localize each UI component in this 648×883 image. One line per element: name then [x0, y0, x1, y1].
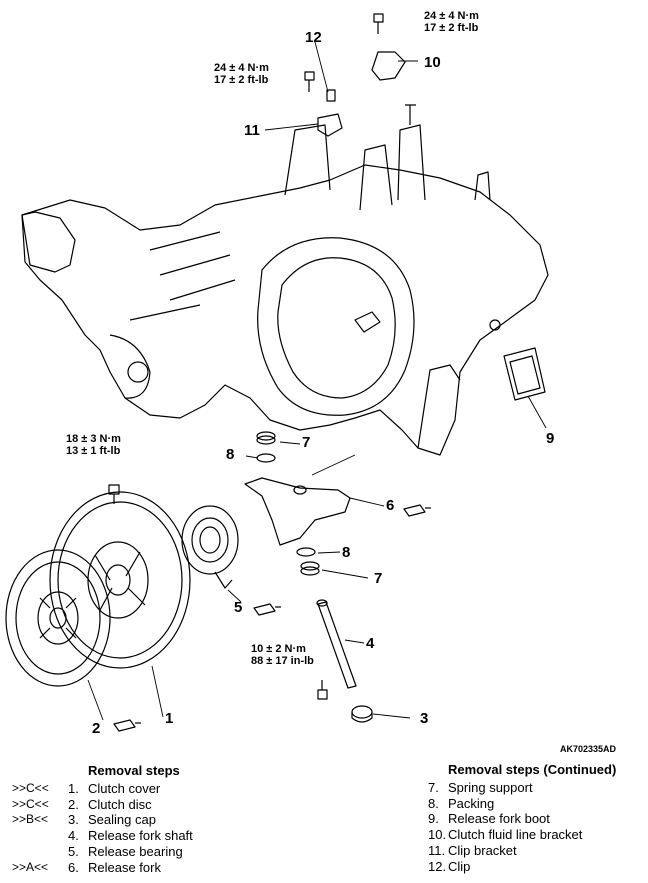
step-number: 3.: [68, 812, 79, 828]
torque-spec-4-imperial: 88 ± 17 in-lb: [251, 655, 314, 667]
step-label: Packing: [448, 795, 495, 811]
list-item: >>C<< 1. Clutch cover: [12, 781, 193, 797]
step-mark: >>C<<: [12, 780, 49, 795]
list-item: 5. Release bearing: [12, 844, 193, 860]
step-number: 10.: [428, 827, 447, 843]
torque-spec-1-metric: 24 ± 4 N·m: [424, 10, 479, 22]
callout-1: 1: [165, 710, 173, 727]
callout-6: 6: [386, 497, 394, 514]
step-number: 6.: [68, 859, 79, 875]
torque-spec-2-metric: 24 ± 4 N·m: [214, 62, 269, 74]
list-item: 4. Release fork shaft: [12, 828, 193, 844]
list-item: 8. Packing: [428, 796, 616, 812]
list-item: 9. Release fork boot: [428, 811, 616, 827]
callout-2: 2: [92, 720, 100, 737]
spring-support-upper: [256, 431, 276, 463]
removal-steps-title: Removal steps: [88, 763, 180, 778]
list-item: 7. Spring support: [428, 780, 616, 796]
leader-lines: [87, 41, 547, 721]
clutch-disc-part: [5, 549, 111, 687]
step-number: 8.: [428, 795, 439, 811]
callout-4: 4: [366, 635, 375, 652]
release-fork-part: [244, 477, 351, 546]
callout-12: 12: [305, 29, 322, 46]
step-mark: [12, 844, 68, 860]
step-number: 12.: [428, 858, 447, 874]
torque-spec-1-imperial: 17 ± 2 ft-lb: [424, 22, 479, 34]
step-mark: >>A<<: [12, 859, 49, 874]
step-number: 9.: [428, 811, 439, 827]
step-label: Spring support: [448, 779, 533, 795]
callout-5: 5: [234, 599, 242, 616]
removal-steps-continued-list: Removal steps (Continued) 7. Spring suppo…: [428, 762, 616, 875]
release-fork-boot-part: [503, 347, 546, 401]
bearing-bolt: [317, 680, 328, 700]
step-label: Release fork shaft: [88, 828, 193, 844]
callout-7-upper: 7: [302, 434, 310, 451]
step-label: Clutch fluid line bracket: [448, 827, 583, 843]
list-item: 11.Clip bracket: [428, 843, 616, 859]
list-item: >>A<< 6. Release fork: [12, 860, 193, 876]
sealing-cap-part: [351, 705, 373, 723]
spring-support-lower: [296, 547, 320, 576]
release-fork-shaft-part: [316, 599, 357, 689]
step-label: Sealing cap: [88, 812, 156, 828]
list-item: 10.Clutch fluid line bracket: [428, 827, 616, 843]
figure-id: AK702335AD: [560, 744, 617, 754]
step-number: 4.: [68, 828, 79, 844]
clip-bracket-part: [304, 71, 343, 137]
callout-11: 11: [244, 122, 260, 139]
exploded-view-diagram: 10 12 11 9 7 8 6 8 7 5 4 3 1 2 24 ± 4 N·…: [5, 10, 554, 737]
step-mark: >>B<<: [12, 812, 49, 827]
step-label: Release fork: [88, 859, 161, 875]
list-item: >>B<< 3. Sealing cap: [12, 812, 193, 828]
step-mark: >>C<<: [12, 796, 49, 811]
step-mark: [12, 828, 68, 844]
callout-10: 10: [424, 54, 441, 71]
removal-steps-list: Removal steps >>C<< 1. Clutch cover >>C<< 2…: [12, 763, 193, 876]
removal-steps-continued-title: Removal steps (Continued): [448, 762, 617, 777]
step-label: Clip: [448, 858, 471, 874]
torque-spec-3-imperial: 13 ± 1 ft-lb: [66, 445, 121, 457]
step-number: 7.: [428, 779, 439, 795]
callout-8-upper: 8: [226, 446, 234, 463]
transmission-assembly: [21, 104, 549, 456]
clutch-cover-part: [49, 491, 191, 669]
step-label: Clutch disc: [88, 796, 152, 812]
grease-tube-icon: [113, 504, 431, 732]
step-number: 11.: [428, 842, 446, 858]
step-label: Clip bracket: [448, 842, 517, 858]
list-item: >>C<< 2. Clutch disc: [12, 797, 193, 813]
clutch-fluid-line-bracket-part: [371, 13, 406, 81]
list-item: 12.Clip: [428, 859, 616, 875]
clutch-cover-bolt: [108, 484, 120, 504]
step-number: 5.: [68, 843, 79, 859]
callout-9: 9: [546, 430, 554, 447]
callout-7-lower: 7: [374, 570, 382, 587]
torque-spec-2-imperial: 17 ± 2 ft-lb: [214, 74, 269, 86]
step-number: 2.: [68, 796, 79, 812]
step-label: Release bearing: [88, 843, 183, 859]
step-number: 1.: [68, 780, 79, 796]
torque-spec-4-metric: 10 ± 2 N·m: [251, 643, 306, 655]
callout-3: 3: [420, 710, 428, 727]
callout-8-lower: 8: [342, 544, 350, 561]
torque-spec-3-metric: 18 ± 3 N·m: [66, 433, 121, 445]
step-label: Release fork boot: [448, 811, 550, 827]
step-label: Clutch cover: [88, 780, 161, 796]
